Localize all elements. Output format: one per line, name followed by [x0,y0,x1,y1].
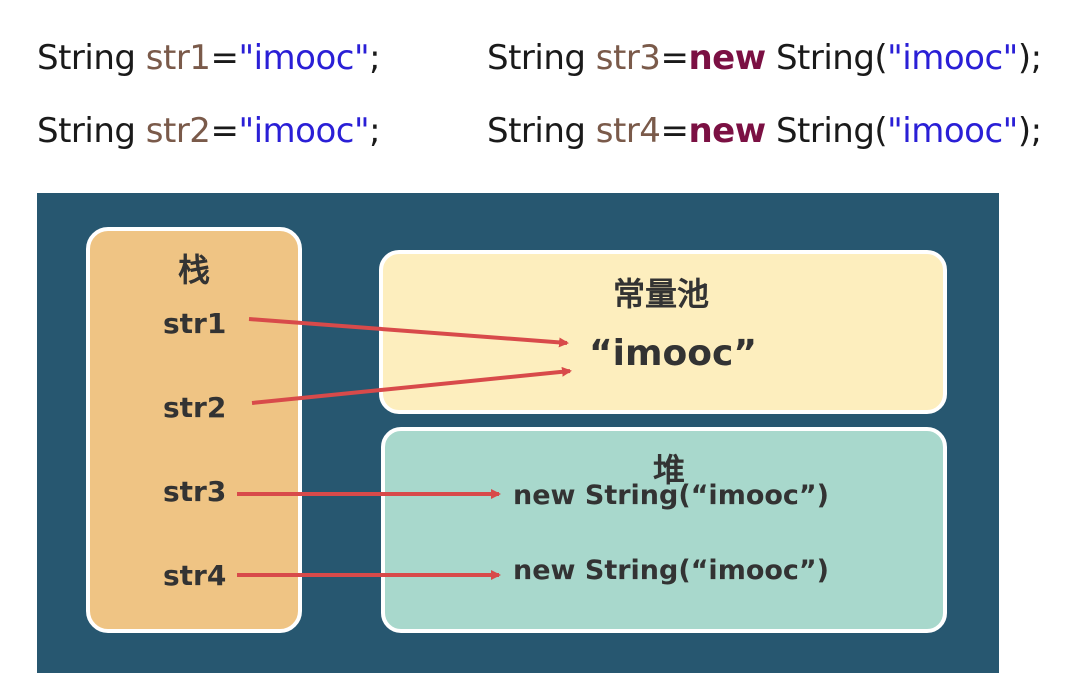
variable-name: str1 [145,38,211,78]
code-line-2: String str2="imooc"; [37,111,381,151]
equals-sign: = [210,38,239,78]
string-literal: "imooc" [887,111,1018,151]
arrow-str1-to-pool [248,317,569,348]
code-line-1: String str1="imooc"; [37,38,381,78]
variable-name: str3 [595,38,661,78]
constructor-call: String( [775,111,888,151]
stack-var-str4: str4 [163,559,227,592]
new-keyword: new [688,38,766,78]
variable-name: str2 [145,111,211,151]
type-keyword: String [487,38,586,78]
stack-box [86,227,302,633]
constructor-call: String( [775,38,888,78]
stack-title: 栈 [178,251,211,289]
closing-paren-semicolon: ); [1017,38,1042,78]
heap-object-2: new String(“imooc”) [513,555,830,586]
string-literal: "imooc" [238,111,370,151]
arrow-str2-to-pool [251,366,572,405]
new-keyword: new [688,111,766,151]
type-keyword: String [487,111,586,151]
semicolon: ; [369,111,381,151]
constant-pool-box [379,250,947,414]
stack-var-str3: str3 [163,475,227,508]
constant-pool-value: “imooc” [589,333,757,374]
memory-diagram: 栈 str1 str2 str3 str4 常量池 “imooc” 堆 new … [37,193,999,673]
closing-paren-semicolon: ); [1017,111,1042,151]
equals-sign: = [210,111,239,151]
heap-object-1: new String(“imooc”) [513,480,830,511]
stack-var-str1: str1 [163,307,227,340]
semicolon: ; [369,38,381,78]
equals-sign: = [660,111,689,151]
code-line-4: String str4=new String("imooc"); [487,111,1042,151]
type-keyword: String [37,38,136,78]
string-literal: "imooc" [887,38,1018,78]
stack-var-str2: str2 [163,391,227,424]
heap-box [381,427,947,633]
string-literal: "imooc" [238,38,370,78]
reference-arrows [237,317,572,580]
variable-name: str4 [595,111,661,151]
heap-title: 堆 [653,451,686,489]
type-keyword: String [37,111,136,151]
code-line-3: String str3=new String("imooc"); [487,38,1042,78]
constant-pool-title: 常量池 [613,275,710,313]
equals-sign: = [660,38,689,78]
